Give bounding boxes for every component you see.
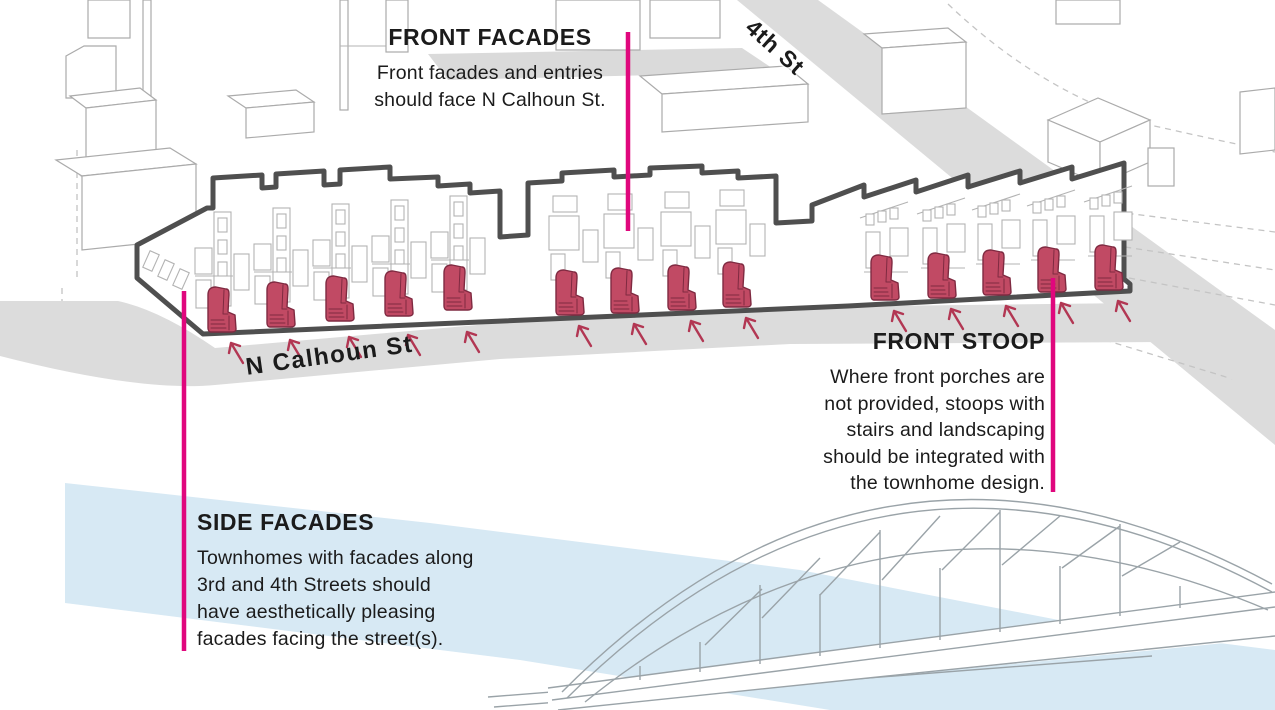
front-facades-title: FRONT FACADES <box>388 24 592 50</box>
bridge-inner-arch <box>584 548 1269 703</box>
front-stoop-body: Where front porches are not provided, st… <box>823 366 1045 494</box>
annotation-side-facades: SIDE FACADES Townhomes with facades alon… <box>197 509 567 653</box>
townhome-block <box>134 160 1133 365</box>
bridge-deck <box>548 592 1275 710</box>
bridge-outer-arch <box>561 498 1273 693</box>
leader-lines <box>181 32 1056 651</box>
side-facades-body: Townhomes with facades along 3rd and 4th… <box>197 547 474 650</box>
front-stoop-title: FRONT STOOP <box>872 328 1045 354</box>
n-calhoun-street-band <box>0 300 1275 402</box>
annotation-front-stoop: FRONT STOOP Where front porches are not … <box>735 328 1045 497</box>
front-facades-body: Front facades and entries should face N … <box>374 62 606 111</box>
bridge-bracing <box>704 510 1181 646</box>
corner-side-windows <box>142 250 190 290</box>
bridge <box>487 498 1275 710</box>
side-facades-title: SIDE FACADES <box>197 509 375 535</box>
background-buildings <box>54 0 1275 251</box>
bridge-hangers <box>639 564 1181 680</box>
annotation-front-facades: FRONT FACADES Front facades and entries … <box>332 24 648 113</box>
